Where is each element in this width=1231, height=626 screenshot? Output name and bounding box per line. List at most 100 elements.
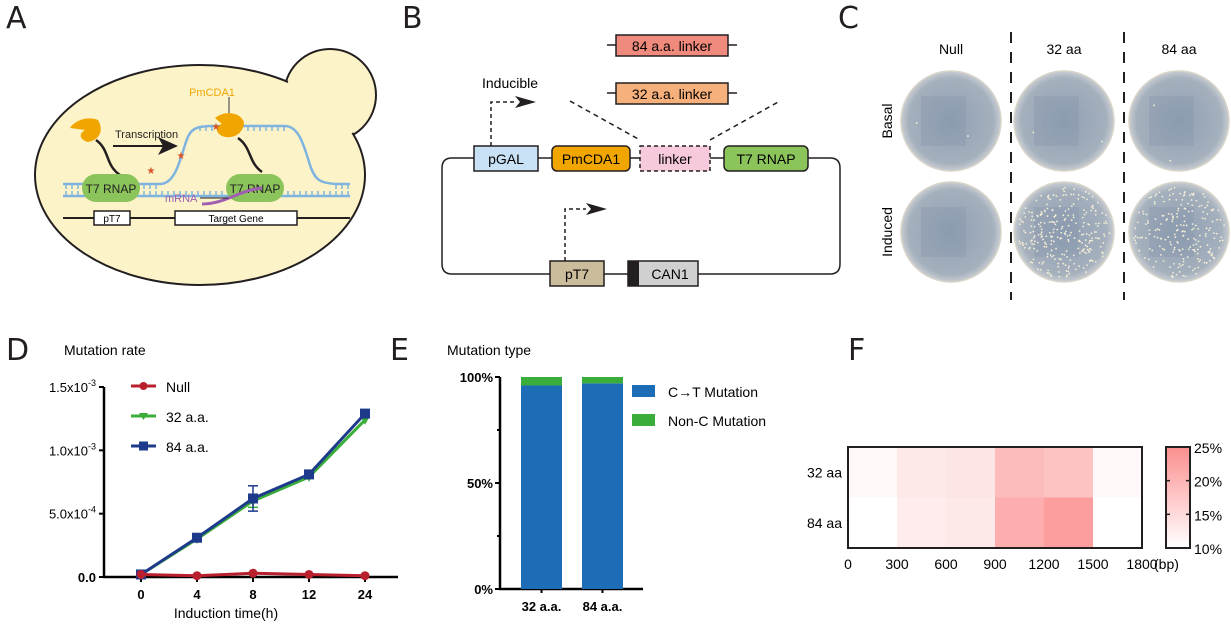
colony (1204, 217, 1206, 220)
colony (1059, 258, 1062, 261)
y-tick-label: 50% (467, 476, 493, 491)
colony (1180, 203, 1183, 206)
x-tick-label: 300 (885, 556, 909, 572)
colony (1082, 249, 1084, 252)
series-line-2 (140, 412, 367, 576)
colony (1220, 236, 1223, 239)
colony (1086, 248, 1089, 251)
colony (1032, 258, 1035, 261)
colony (1138, 250, 1141, 252)
colony (1079, 240, 1081, 243)
colony (1192, 194, 1195, 197)
colony (1031, 243, 1033, 245)
colony (1213, 257, 1216, 260)
colony (1036, 215, 1039, 218)
colony (1148, 233, 1151, 235)
colony (1175, 229, 1178, 232)
colony (1094, 213, 1097, 216)
colony (1050, 243, 1053, 246)
colony (1058, 258, 1061, 260)
colony (1090, 259, 1093, 262)
colony (1179, 192, 1182, 195)
colony (1073, 188, 1076, 191)
colony (1182, 234, 1185, 237)
colony (1036, 214, 1039, 217)
colony (1153, 104, 1155, 107)
colony (1209, 259, 1211, 262)
colony (1090, 232, 1093, 235)
colony (1179, 224, 1182, 226)
colony (1088, 251, 1091, 254)
y-tick-label: 0% (474, 582, 493, 597)
colony (1094, 236, 1097, 239)
colony (1162, 214, 1165, 217)
agar-plate (1013, 181, 1115, 283)
colony (1170, 187, 1173, 190)
colony (1052, 228, 1055, 231)
data-point (360, 415, 370, 425)
y-tick-label: 0.0 (78, 570, 96, 585)
colony (1031, 215, 1034, 218)
colony (1040, 228, 1043, 231)
colony (1083, 196, 1086, 199)
legend-label: Non-C Mutation (668, 413, 766, 429)
colony (1039, 225, 1042, 228)
linker-part (639, 145, 711, 172)
colony (1049, 198, 1052, 201)
colony (1181, 248, 1184, 251)
colony (1108, 232, 1111, 234)
linker-32-label: 32 a.a. linker (632, 86, 712, 102)
panel-letter-f: F (848, 333, 866, 368)
colony (1103, 235, 1106, 238)
colony (1019, 223, 1021, 226)
colony (1102, 242, 1105, 244)
colony (1223, 224, 1226, 227)
colony (1067, 267, 1070, 270)
colony (1068, 234, 1071, 237)
colony (1172, 271, 1174, 274)
y-tick-exponent: -3 (88, 441, 96, 451)
colony (1169, 159, 1172, 162)
colony (1056, 228, 1059, 231)
colony (1178, 249, 1181, 252)
colony (1216, 218, 1218, 221)
colony (1183, 220, 1186, 223)
x-tick-label: 12 (302, 587, 316, 602)
colony (1201, 217, 1204, 220)
colony (1072, 216, 1075, 219)
colony (1029, 231, 1032, 234)
colony (1048, 221, 1051, 224)
data-point (360, 571, 370, 581)
svg-text:★: ★ (212, 122, 221, 133)
y-tick-exponent: -4 (88, 505, 96, 515)
colony (1050, 255, 1053, 258)
colony (1192, 248, 1194, 251)
colony (1139, 237, 1142, 239)
colony (1186, 256, 1189, 258)
colony (1037, 233, 1040, 236)
colony (1105, 222, 1108, 225)
colony (1051, 208, 1054, 211)
colony (1048, 272, 1050, 275)
colony (1161, 195, 1164, 198)
data-point (248, 497, 258, 506)
colony (1057, 262, 1059, 265)
colony (1053, 221, 1056, 224)
colony (1103, 233, 1105, 236)
colony (1063, 253, 1066, 256)
colony (1181, 230, 1184, 233)
colony (1174, 236, 1177, 238)
colony (1192, 192, 1195, 195)
colony (1171, 274, 1173, 277)
colony (1184, 190, 1186, 193)
data-point (304, 469, 314, 480)
colony (1163, 248, 1166, 251)
colony (1050, 235, 1053, 238)
colony (1144, 237, 1147, 239)
colony (1064, 233, 1067, 236)
colony (1060, 227, 1063, 230)
colony (1045, 243, 1047, 246)
plate-shadow (1149, 96, 1194, 146)
colony (1072, 254, 1075, 257)
